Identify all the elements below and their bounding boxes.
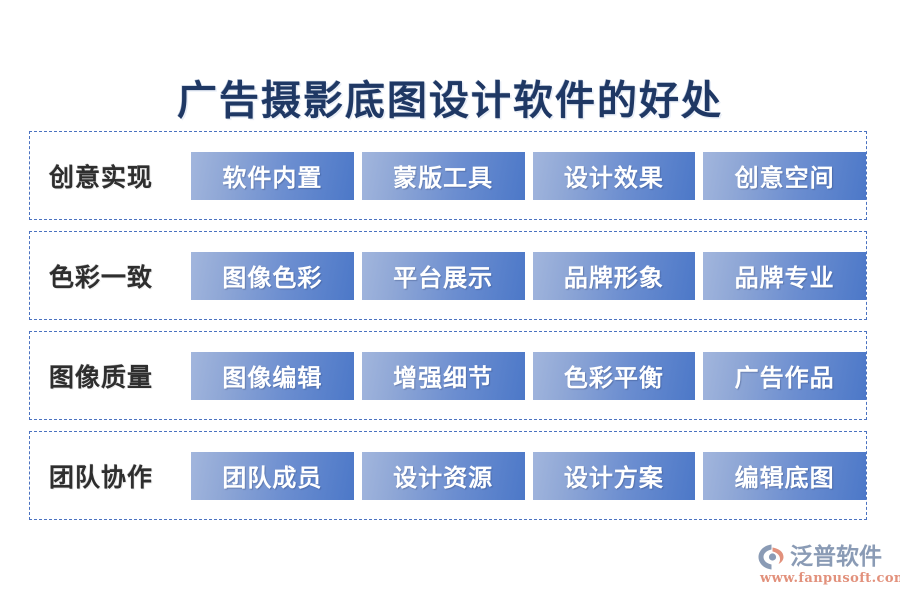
chip-item[interactable]: 增强细节 bbox=[361, 351, 525, 400]
logo-wordmark: 泛普软件 bbox=[790, 544, 882, 570]
row-label: 图像质量 bbox=[49, 362, 154, 392]
benefit-row: 团队协作 团队成员 设计资源 设计方案 编辑底图 bbox=[29, 431, 867, 520]
logo-url: www.fanpusoft.com bbox=[760, 571, 900, 586]
row-label: 色彩一致 bbox=[49, 262, 154, 292]
chip-item[interactable]: 蒙版工具 bbox=[361, 151, 525, 200]
chip-item[interactable]: 平台展示 bbox=[361, 251, 525, 300]
chip-item[interactable]: 广告作品 bbox=[703, 351, 866, 400]
row-label: 创意实现 bbox=[49, 162, 154, 192]
chip-item[interactable]: 图像色彩 bbox=[191, 251, 354, 300]
benefit-rows: 创意实现 软件内置 蒙版工具 设计效果 创意空间 色彩一致 图像色彩 平台展示 … bbox=[29, 131, 867, 520]
benefit-row: 色彩一致 图像色彩 平台展示 品牌形象 品牌专业 bbox=[29, 231, 867, 320]
chip-item[interactable]: 编辑底图 bbox=[703, 451, 866, 500]
chip-group: 团队成员 设计资源 设计方案 编辑底图 bbox=[191, 451, 866, 500]
chip-item[interactable]: 品牌形象 bbox=[532, 251, 696, 300]
benefit-row: 图像质量 图像编辑 增强细节 色彩平衡 广告作品 bbox=[29, 331, 867, 420]
chip-item[interactable]: 创意空间 bbox=[703, 151, 866, 200]
chip-item[interactable]: 设计资源 bbox=[361, 451, 525, 500]
page-title: 广告摄影底图设计软件的好处 bbox=[177, 77, 723, 124]
chip-group: 软件内置 蒙版工具 设计效果 创意空间 bbox=[191, 151, 866, 200]
chip-group: 图像编辑 增强细节 色彩平衡 广告作品 bbox=[191, 351, 866, 400]
logo-top-row: 泛普软件 bbox=[757, 542, 892, 572]
benefit-row: 创意实现 软件内置 蒙版工具 设计效果 创意空间 bbox=[29, 131, 867, 220]
chip-item[interactable]: 软件内置 bbox=[191, 151, 354, 200]
chip-item[interactable]: 团队成员 bbox=[191, 451, 354, 500]
chip-item[interactable]: 设计效果 bbox=[532, 151, 696, 200]
chip-group: 图像色彩 平台展示 品牌形象 品牌专业 bbox=[191, 251, 866, 300]
fanpu-logo-icon bbox=[757, 543, 787, 571]
chip-item[interactable]: 色彩平衡 bbox=[532, 351, 696, 400]
chip-item[interactable]: 品牌专业 bbox=[703, 251, 866, 300]
chip-item[interactable]: 图像编辑 bbox=[191, 351, 354, 400]
chip-item[interactable]: 设计方案 bbox=[532, 451, 696, 500]
row-label: 团队协作 bbox=[49, 462, 154, 492]
brand-logo: 泛普软件 www.fanpusoft.com bbox=[757, 542, 900, 588]
